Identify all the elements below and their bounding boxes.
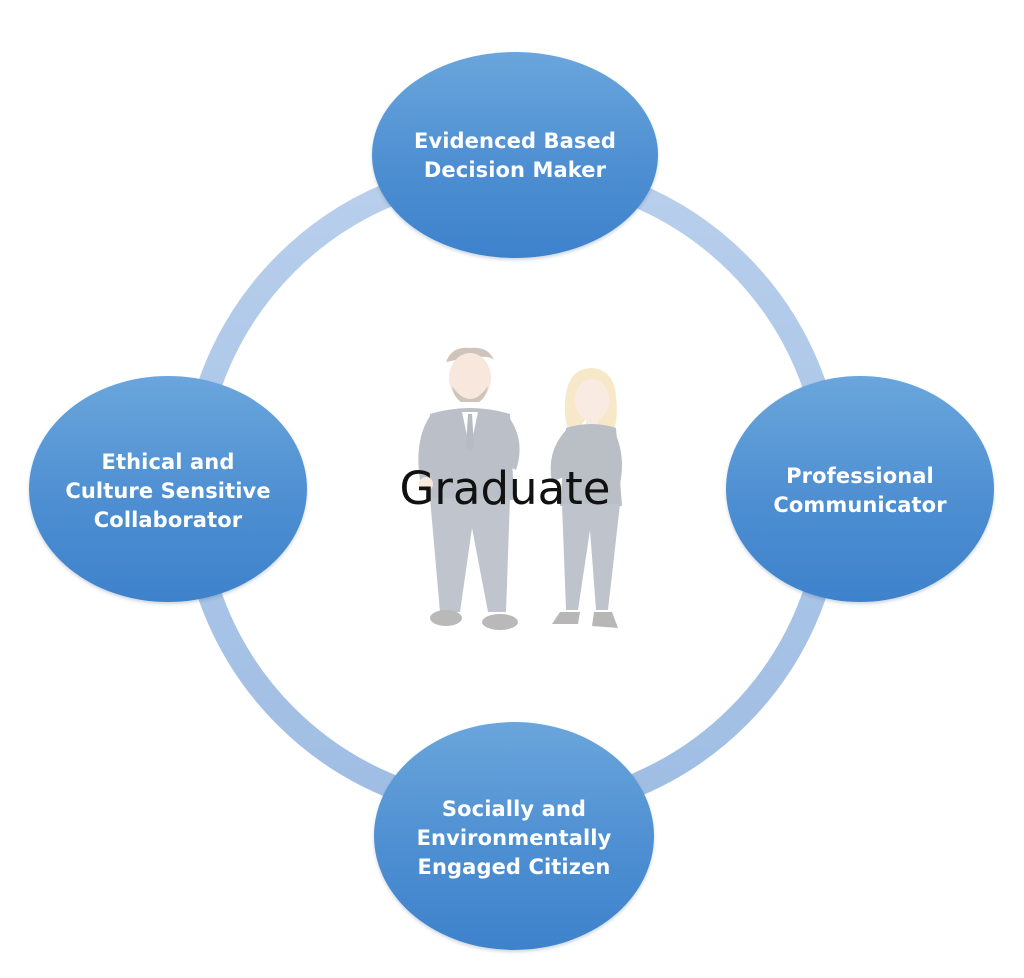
- node-evidence-based-decision-maker: Evidenced Based Decision Maker: [372, 52, 658, 258]
- node-label: Professional Communicator: [773, 464, 947, 517]
- graduates-illustration: [418, 347, 622, 630]
- node-socially-environmentally-engaged-citizen: Socially and Environmentally Engaged Cit…: [374, 722, 654, 950]
- center-title: Graduate: [399, 462, 611, 515]
- female-graduate-figure: [550, 368, 622, 628]
- node-ethical-culture-sensitive-collaborator: Ethical and Culture Sensitive Collaborat…: [29, 376, 307, 602]
- node-professional-communicator: Professional Communicator: [726, 376, 994, 602]
- node-label: Ethical and Culture Sensitive Collaborat…: [65, 449, 271, 532]
- male-graduate-figure: [418, 347, 520, 630]
- node-label: Evidenced Based Decision Maker: [414, 129, 616, 182]
- node-label: Socially and Environmentally Engaged Cit…: [416, 796, 612, 879]
